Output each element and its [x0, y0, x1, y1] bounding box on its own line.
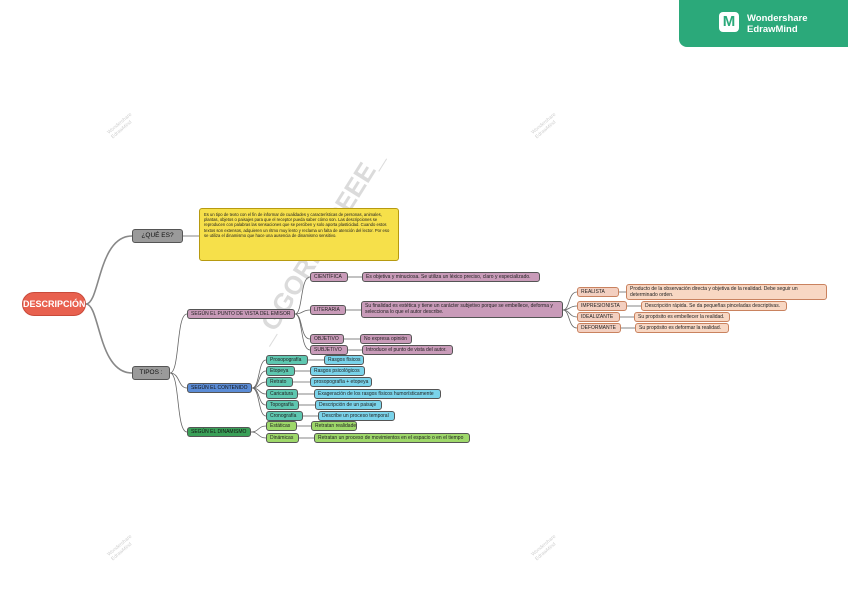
center-topic[interactable]: DESCRIPCIÓN: [22, 292, 86, 316]
contenido-item[interactable]: Retrato: [266, 377, 293, 387]
idealizante-topic[interactable]: IDEALIZANTE: [577, 312, 620, 322]
realista-desc[interactable]: Producto de la observación directa y obj…: [626, 284, 827, 300]
contenido-desc[interactable]: Rasgos físicos: [324, 355, 364, 365]
contenido-item[interactable]: Topografía: [266, 400, 299, 410]
que-es-note[interactable]: Es un tipo de texto con el fin de inform…: [199, 208, 399, 261]
brand-name-line1: Wondershare: [747, 13, 808, 24]
contenido-desc[interactable]: Descripción de un paisaje: [315, 400, 382, 410]
contenido-desc[interactable]: prosopografía + etopeya: [310, 377, 372, 387]
idealizante-desc[interactable]: Su propósito es embellecer la realidad.: [634, 312, 730, 322]
contenido-item[interactable]: Caricatura: [266, 389, 298, 399]
brand-name-line2: EdrawMind: [747, 24, 798, 35]
brand-badge[interactable]: M Wondershare EdrawMind: [679, 0, 848, 47]
contenido-desc[interactable]: Describe un proceso temporal: [318, 411, 395, 421]
contenido-topic[interactable]: SEGÚN EL CONTENIDO: [187, 383, 252, 393]
contenido-desc[interactable]: Rasgos psicológicos: [310, 366, 365, 376]
dinamismo-topic[interactable]: SEGÚN EL DINAMISMO: [187, 427, 251, 437]
dinamismo-desc[interactable]: Retratan un proceso de movimientos en el…: [314, 433, 470, 443]
edrawmind-logo-icon: M: [719, 12, 739, 32]
dinamismo-item[interactable]: Dinámicas: [266, 433, 299, 443]
subjetivo-topic[interactable]: SUBJETIVO: [310, 345, 348, 355]
objetivo-topic[interactable]: OBJETIVO: [310, 334, 344, 344]
impresionista-desc[interactable]: Descripción rápida. Se da pequeñas pince…: [641, 301, 787, 311]
que-es-topic[interactable]: ¿QUÉ ES?: [132, 229, 183, 243]
cientifica-desc[interactable]: Es objetiva y minuciosa. Se utiliza un l…: [362, 272, 540, 282]
literaria-desc[interactable]: Su finalidad es estética y tiene un cará…: [361, 301, 563, 318]
realista-topic[interactable]: REALISTA: [577, 287, 619, 297]
contenido-desc[interactable]: Exageración de los rasgos físicos humorí…: [314, 389, 441, 399]
contenido-item[interactable]: Etopeya: [266, 366, 295, 376]
literaria-topic[interactable]: LITERARIA: [310, 305, 346, 315]
punto-vista-topic[interactable]: SEGÚN EL PUNTO DE VISTA DEL EMISOR: [187, 309, 295, 319]
subjetivo-desc[interactable]: Introduce el punto de vista del autor.: [362, 345, 453, 355]
contenido-item[interactable]: Prosopografía: [266, 355, 308, 365]
objetivo-desc[interactable]: No expresa opinión: [360, 334, 412, 344]
cientifica-topic[interactable]: CIENTÍFICA: [310, 272, 348, 282]
impresionista-topic[interactable]: IMPRESIONISTA: [577, 301, 627, 311]
tipos-topic[interactable]: TIPOS :: [132, 366, 170, 380]
deformante-desc[interactable]: Su propósito es deformar la realidad.: [635, 323, 729, 333]
dinamismo-desc[interactable]: Retratan realidades fijas: [311, 421, 357, 431]
contenido-item[interactable]: Cronografía: [266, 411, 303, 421]
deformante-topic[interactable]: DEFORMANTE: [577, 323, 621, 333]
dinamismo-item[interactable]: Estáticas: [266, 421, 297, 431]
